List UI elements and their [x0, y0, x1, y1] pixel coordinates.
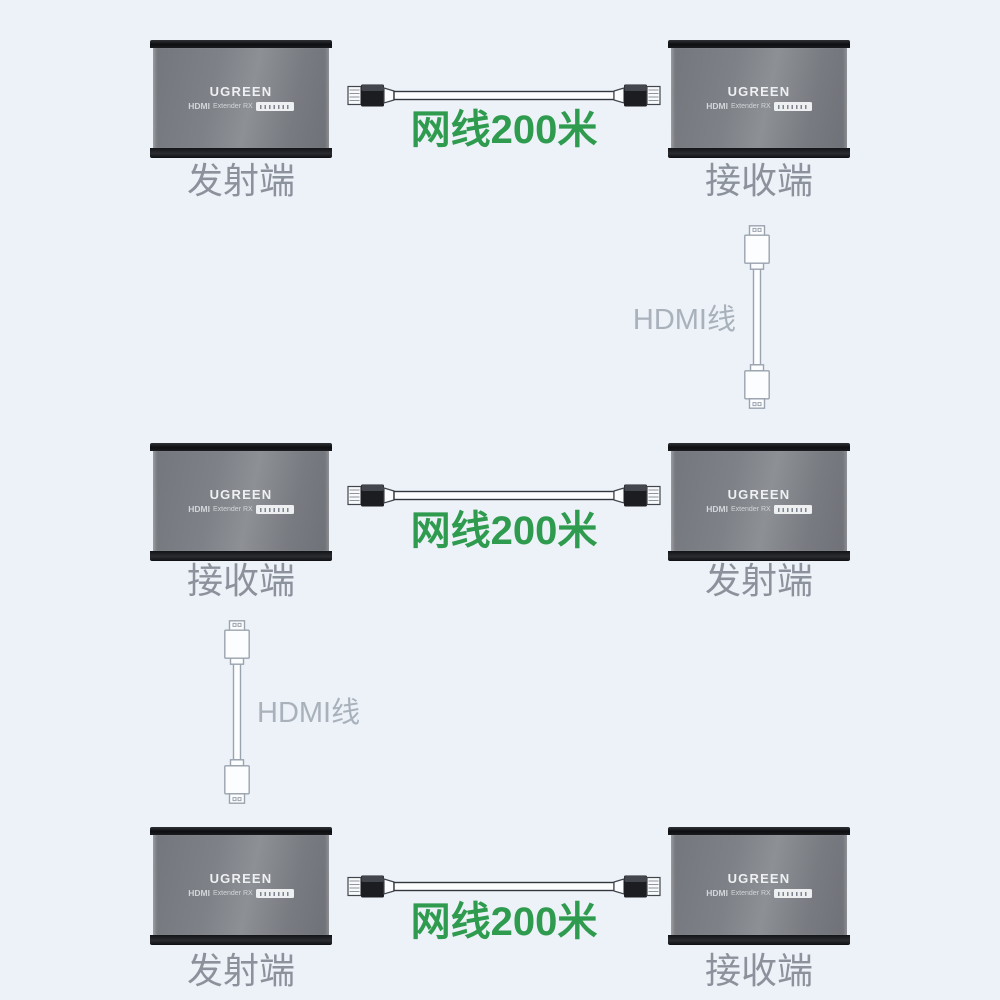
device-bottom-edge	[150, 148, 332, 158]
extender-device-row1-right: UGREEN HDMI Extender RX	[668, 40, 850, 158]
device-role-label: 接收端	[704, 950, 813, 991]
device-front-panel: UGREEN HDMI Extender RX	[671, 48, 847, 148]
ugreen-logo: UGREEN	[209, 487, 273, 502]
device-front-panel: UGREEN HDMI Extender RX	[671, 451, 847, 551]
device-model-line: HDMI Extender RX	[188, 102, 294, 111]
extender-device-row3-right: UGREEN HDMI Extender RX	[668, 827, 850, 945]
device-top-edge	[668, 443, 850, 451]
device-top-edge	[668, 827, 850, 835]
spec-badge	[255, 102, 294, 111]
device-role-label: 接收端	[704, 160, 813, 201]
ethernet-cable-icon	[347, 484, 661, 507]
device-role-label: 发射端	[186, 950, 295, 991]
ugreen-logo: UGREEN	[209, 871, 273, 886]
device-model-line: HDMI Extender RX	[706, 889, 812, 898]
hdmi-cable-label: HDMI线	[632, 304, 736, 336]
device-model-line: HDMI Extender RX	[188, 889, 294, 898]
ugreen-logo: UGREEN	[209, 84, 273, 99]
spec-badge	[773, 889, 812, 898]
device-model-line: HDMI Extender RX	[188, 505, 294, 514]
hdmi-cable-label: HDMI线	[257, 697, 361, 729]
extender-device-row2-left: UGREEN HDMI Extender RX	[150, 443, 332, 561]
device-front-panel: UGREEN HDMI Extender RX	[671, 835, 847, 935]
device-top-edge	[150, 443, 332, 451]
device-front-panel: UGREEN HDMI Extender RX	[153, 451, 329, 551]
extender-device-row1-left: UGREEN HDMI Extender RX	[150, 40, 332, 158]
device-top-edge	[150, 827, 332, 835]
extender-device-row2-right: UGREEN HDMI Extender RX	[668, 443, 850, 561]
spec-badge	[773, 505, 812, 514]
device-bottom-edge	[668, 148, 850, 158]
extender-device-row3-left: UGREEN HDMI Extender RX	[150, 827, 332, 945]
spec-badge	[773, 102, 812, 111]
ugreen-logo: UGREEN	[727, 84, 791, 99]
device-bottom-edge	[668, 551, 850, 561]
device-front-panel: UGREEN HDMI Extender RX	[153, 835, 329, 935]
ethernet-cable-icon	[347, 84, 661, 107]
device-model-line: HDMI Extender RX	[706, 102, 812, 111]
device-role-label: 接收端	[186, 560, 295, 601]
ethernet-cable-icon	[347, 875, 661, 898]
device-role-label: 发射端	[704, 560, 813, 601]
device-bottom-edge	[150, 551, 332, 561]
device-model-line: HDMI Extender RX	[706, 505, 812, 514]
hdmi-cable-icon	[744, 225, 770, 409]
network-cable-length-label: 网线200米	[410, 900, 598, 944]
device-top-edge	[668, 40, 850, 48]
ugreen-logo: UGREEN	[727, 871, 791, 886]
hdmi-cable-icon	[224, 620, 250, 804]
device-front-panel: UGREEN HDMI Extender RX	[153, 48, 329, 148]
spec-badge	[255, 505, 294, 514]
spec-badge	[255, 889, 294, 898]
device-role-label: 发射端	[186, 160, 295, 201]
ugreen-logo: UGREEN	[727, 487, 791, 502]
network-cable-length-label: 网线200米	[410, 108, 598, 152]
network-cable-length-label: 网线200米	[410, 509, 598, 553]
device-bottom-edge	[150, 935, 332, 945]
device-top-edge	[150, 40, 332, 48]
device-bottom-edge	[668, 935, 850, 945]
